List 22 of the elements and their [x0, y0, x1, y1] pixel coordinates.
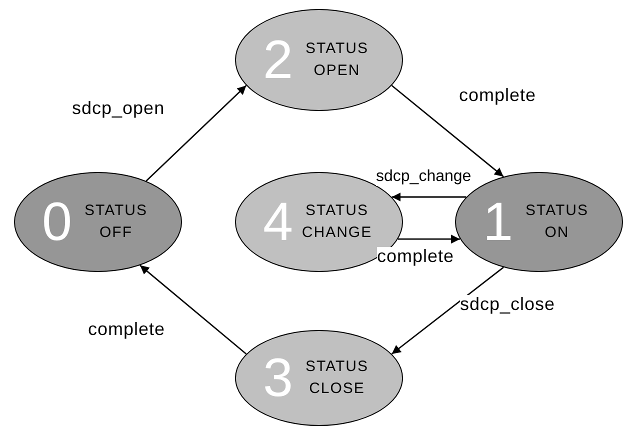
arrow — [140, 264, 247, 355]
state-name: STATUS CLOSE — [304, 356, 370, 399]
arrow — [146, 85, 247, 182]
state-name: STATUS CHANGE — [300, 200, 374, 243]
arrow — [391, 84, 504, 178]
state-name: STATUS OFF — [84, 200, 148, 243]
edge-label: sdcp_close — [460, 295, 556, 315]
state-number: 0 — [42, 195, 72, 249]
state-name: STATUS OPEN — [304, 38, 370, 81]
arrow — [398, 234, 460, 244]
edge-label: sdcp_change — [376, 168, 472, 186]
state-number: 4 — [262, 195, 294, 249]
arrow — [392, 192, 466, 202]
arrow — [391, 266, 504, 355]
state-number: 2 — [262, 33, 294, 87]
state-number: 1 — [482, 195, 514, 249]
edge-label: complete — [377, 247, 454, 267]
state-number: 3 — [262, 351, 294, 405]
state-name: STATUS ON — [524, 200, 590, 243]
edge-label: complete — [459, 86, 536, 106]
edge-label: complete — [88, 320, 166, 340]
edge-label: sdcp_open — [72, 99, 165, 119]
